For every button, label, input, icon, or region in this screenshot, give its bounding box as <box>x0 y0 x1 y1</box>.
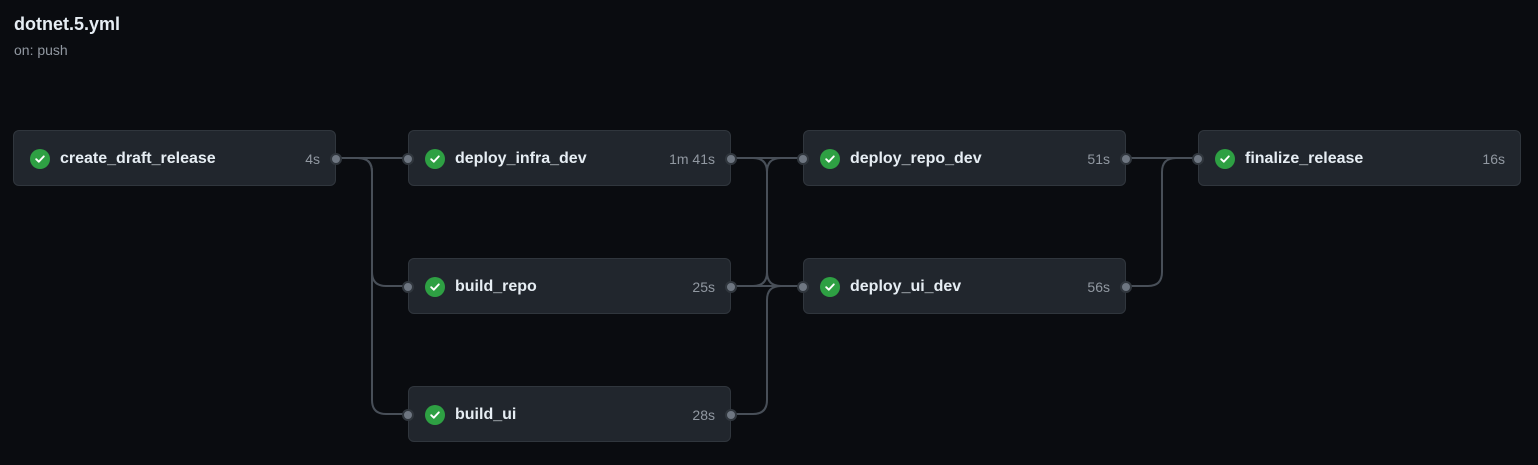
success-check-icon <box>425 277 445 297</box>
job-duration: 4s <box>305 151 320 167</box>
job-name: build_repo <box>455 278 537 295</box>
input-port <box>402 409 414 421</box>
job-name: build_ui <box>455 406 517 423</box>
output-port <box>330 153 342 165</box>
dependency-edge <box>731 285 803 415</box>
job-card-finalize-release[interactable]: finalize_release 16s <box>1192 130 1521 186</box>
job-name: deploy_ui_dev <box>850 278 962 295</box>
job-card-create-draft-release[interactable]: create_draft_release 4s <box>13 130 342 186</box>
dependency-edge <box>1126 157 1198 287</box>
success-check-icon <box>30 149 50 169</box>
output-port <box>725 281 737 293</box>
dependency-edge <box>731 157 803 287</box>
success-check-icon <box>1215 149 1235 169</box>
workflow-trigger: on: push <box>14 42 68 58</box>
job-duration: 28s <box>692 407 715 423</box>
output-port <box>1120 153 1132 165</box>
job-duration: 56s <box>1087 279 1110 295</box>
output-port <box>725 409 737 421</box>
input-port <box>402 153 414 165</box>
dependency-edge <box>336 157 408 415</box>
job-duration: 25s <box>692 279 715 295</box>
input-port <box>1192 153 1204 165</box>
input-port <box>797 281 809 293</box>
success-check-icon <box>820 277 840 297</box>
input-port <box>402 281 414 293</box>
output-port <box>1120 281 1132 293</box>
job-card-deploy-ui-dev[interactable]: deploy_ui_dev 56s <box>797 258 1132 314</box>
input-port <box>797 153 809 165</box>
job-card-deploy-repo-dev[interactable]: deploy_repo_dev 51s <box>797 130 1132 186</box>
success-check-icon <box>425 149 445 169</box>
job-name: deploy_repo_dev <box>850 150 982 167</box>
output-port <box>725 153 737 165</box>
workflow-title[interactable]: dotnet.5.yml <box>14 14 121 34</box>
success-check-icon <box>425 405 445 425</box>
job-card-build-ui[interactable]: build_ui 28s <box>402 386 737 442</box>
job-duration: 51s <box>1087 151 1110 167</box>
job-duration: 1m 41s <box>669 151 715 167</box>
job-name: create_draft_release <box>60 150 216 167</box>
job-card-deploy-infra-dev[interactable]: deploy_infra_dev 1m 41s <box>402 130 737 186</box>
success-check-icon <box>820 149 840 169</box>
job-name: deploy_infra_dev <box>455 150 587 167</box>
job-card-build-repo[interactable]: build_repo 25s <box>402 258 737 314</box>
job-name: finalize_release <box>1245 150 1364 167</box>
job-duration: 16s <box>1482 151 1505 167</box>
